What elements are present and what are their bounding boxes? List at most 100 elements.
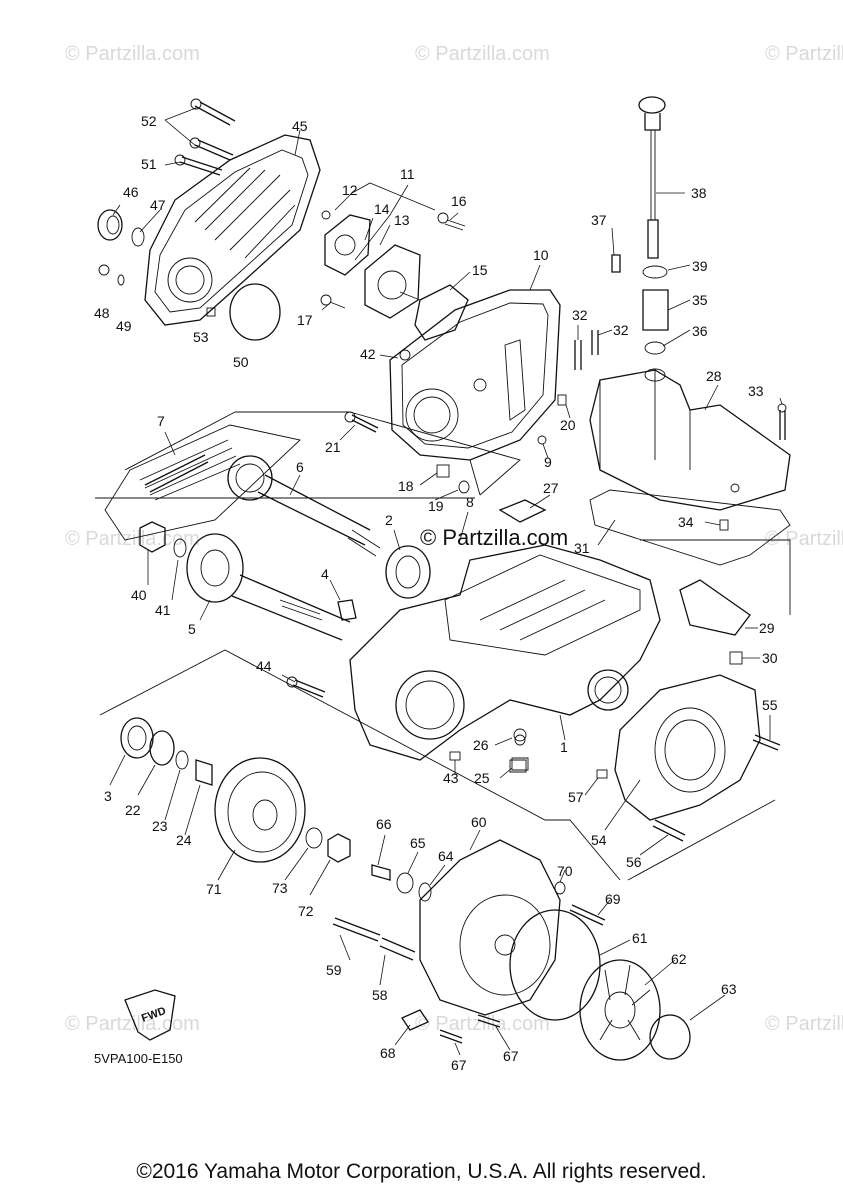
seal-65 [396,872,414,894]
gear-5 [186,533,351,641]
part-labels: 52 45 51 46 47 48 49 53 50 12 11 14 13 1… [94,113,778,1073]
nut-40 [139,521,166,553]
ring-61 [509,909,601,1021]
part-label: 70 [557,863,573,879]
part-label: 58 [372,987,388,1003]
part-label: 47 [150,197,166,213]
shaft-58 [379,937,416,961]
watermark: © Partzilla.com [415,43,550,65]
bolt-33 [779,410,786,440]
watermark: © Partzilla.com [415,1013,550,1035]
part-label: 43 [443,770,459,786]
exploded-parts-diagram: © Partzilla.com © Partzilla.com © Partzi… [65,43,843,1073]
part-label: 8 [466,494,474,510]
part-label: 57 [568,789,584,805]
part-label: 28 [706,368,722,384]
part-label: 27 [543,480,559,496]
plate-29 [679,579,751,636]
bolt-56 [652,819,686,842]
part-label: 49 [116,318,132,334]
part-label: 33 [748,383,764,399]
watermark: © Partzilla.com [765,1013,843,1035]
rod-59 [332,917,381,942]
part-label: 18 [398,478,414,494]
part-label: 36 [692,323,708,339]
part-label: 20 [560,417,576,433]
fan-62 [579,959,661,1061]
part-label: 6 [296,459,304,475]
dowel-57 [596,769,608,779]
plug-30 [729,651,743,665]
diagram-code: 5VPA100-E150 [94,1051,183,1066]
nut-72 [327,833,351,863]
o-ring-39 [642,265,668,279]
part-label: 15 [472,262,488,278]
bolt-44 [292,679,326,698]
part-label: 24 [176,832,192,848]
part-label: 68 [380,1045,396,1061]
part-label: 14 [374,201,390,217]
part-label: 1 [560,739,568,755]
part-label: 42 [360,346,376,362]
part-label: 10 [533,247,549,263]
part-label: 72 [298,903,314,919]
part-label: 66 [376,816,392,832]
dowel-43 [449,751,461,761]
crankcase-1 [349,544,661,773]
washer-73 [305,827,323,849]
center-watermark: © Partzilla.com [420,525,568,550]
belt-7 [104,424,301,541]
watermark: © Partzilla.com [65,43,200,65]
o-ring-36 [644,341,666,355]
bolt-66 [371,864,391,881]
part-label: 32 [613,322,629,338]
part-label: 11 [400,166,415,182]
part-label: 9 [544,454,552,470]
cap-63 [649,1014,691,1060]
part-label: 51 [141,156,157,172]
tank-28 [589,368,791,511]
part-label: 69 [605,891,621,907]
strainer-27 [498,499,547,523]
plug-25 [511,757,529,771]
washer-26 [513,728,527,742]
leader-lines [109,107,783,1056]
bolt-67a [439,1029,463,1044]
dowel-53 [206,307,216,317]
part-label: 17 [297,312,313,328]
part-label: 61 [632,930,648,946]
part-label: 67 [503,1048,519,1064]
part-label: 40 [131,587,147,603]
part-label: 45 [292,118,308,134]
part-label: 21 [325,439,341,455]
collar-24 [195,759,213,786]
part-label: 46 [123,184,139,200]
part-label: 59 [326,962,342,978]
oil-pump-11 [320,210,469,341]
part-label: 32 [572,307,588,323]
part-label: 2 [385,512,393,528]
part-label: 41 [155,602,171,618]
part-label: 44 [256,658,272,674]
bearing-2 [385,545,431,599]
part-label: 5 [188,621,196,637]
part-label: 54 [591,832,607,848]
bearing-3 [120,717,154,759]
dowel-34 [719,519,729,531]
watermark: © Partzilla.com [65,528,200,550]
part-label: 71 [206,881,222,897]
watermark: © Partzilla.com [65,1013,200,1035]
part-label: 73 [272,880,288,896]
bolt-37 [611,254,621,273]
watermark: © Partzilla.com [765,528,843,550]
part-label: 29 [759,620,775,636]
plug-46 [97,209,145,247]
part-label: 4 [321,566,329,582]
part-label: 34 [678,514,694,530]
part-label: 53 [193,329,209,345]
shaft-6 [227,455,381,557]
o-ring-50 [229,283,281,341]
ring-23 [175,750,189,770]
part-label: 7 [157,413,165,429]
dipstick-38 [638,96,666,259]
